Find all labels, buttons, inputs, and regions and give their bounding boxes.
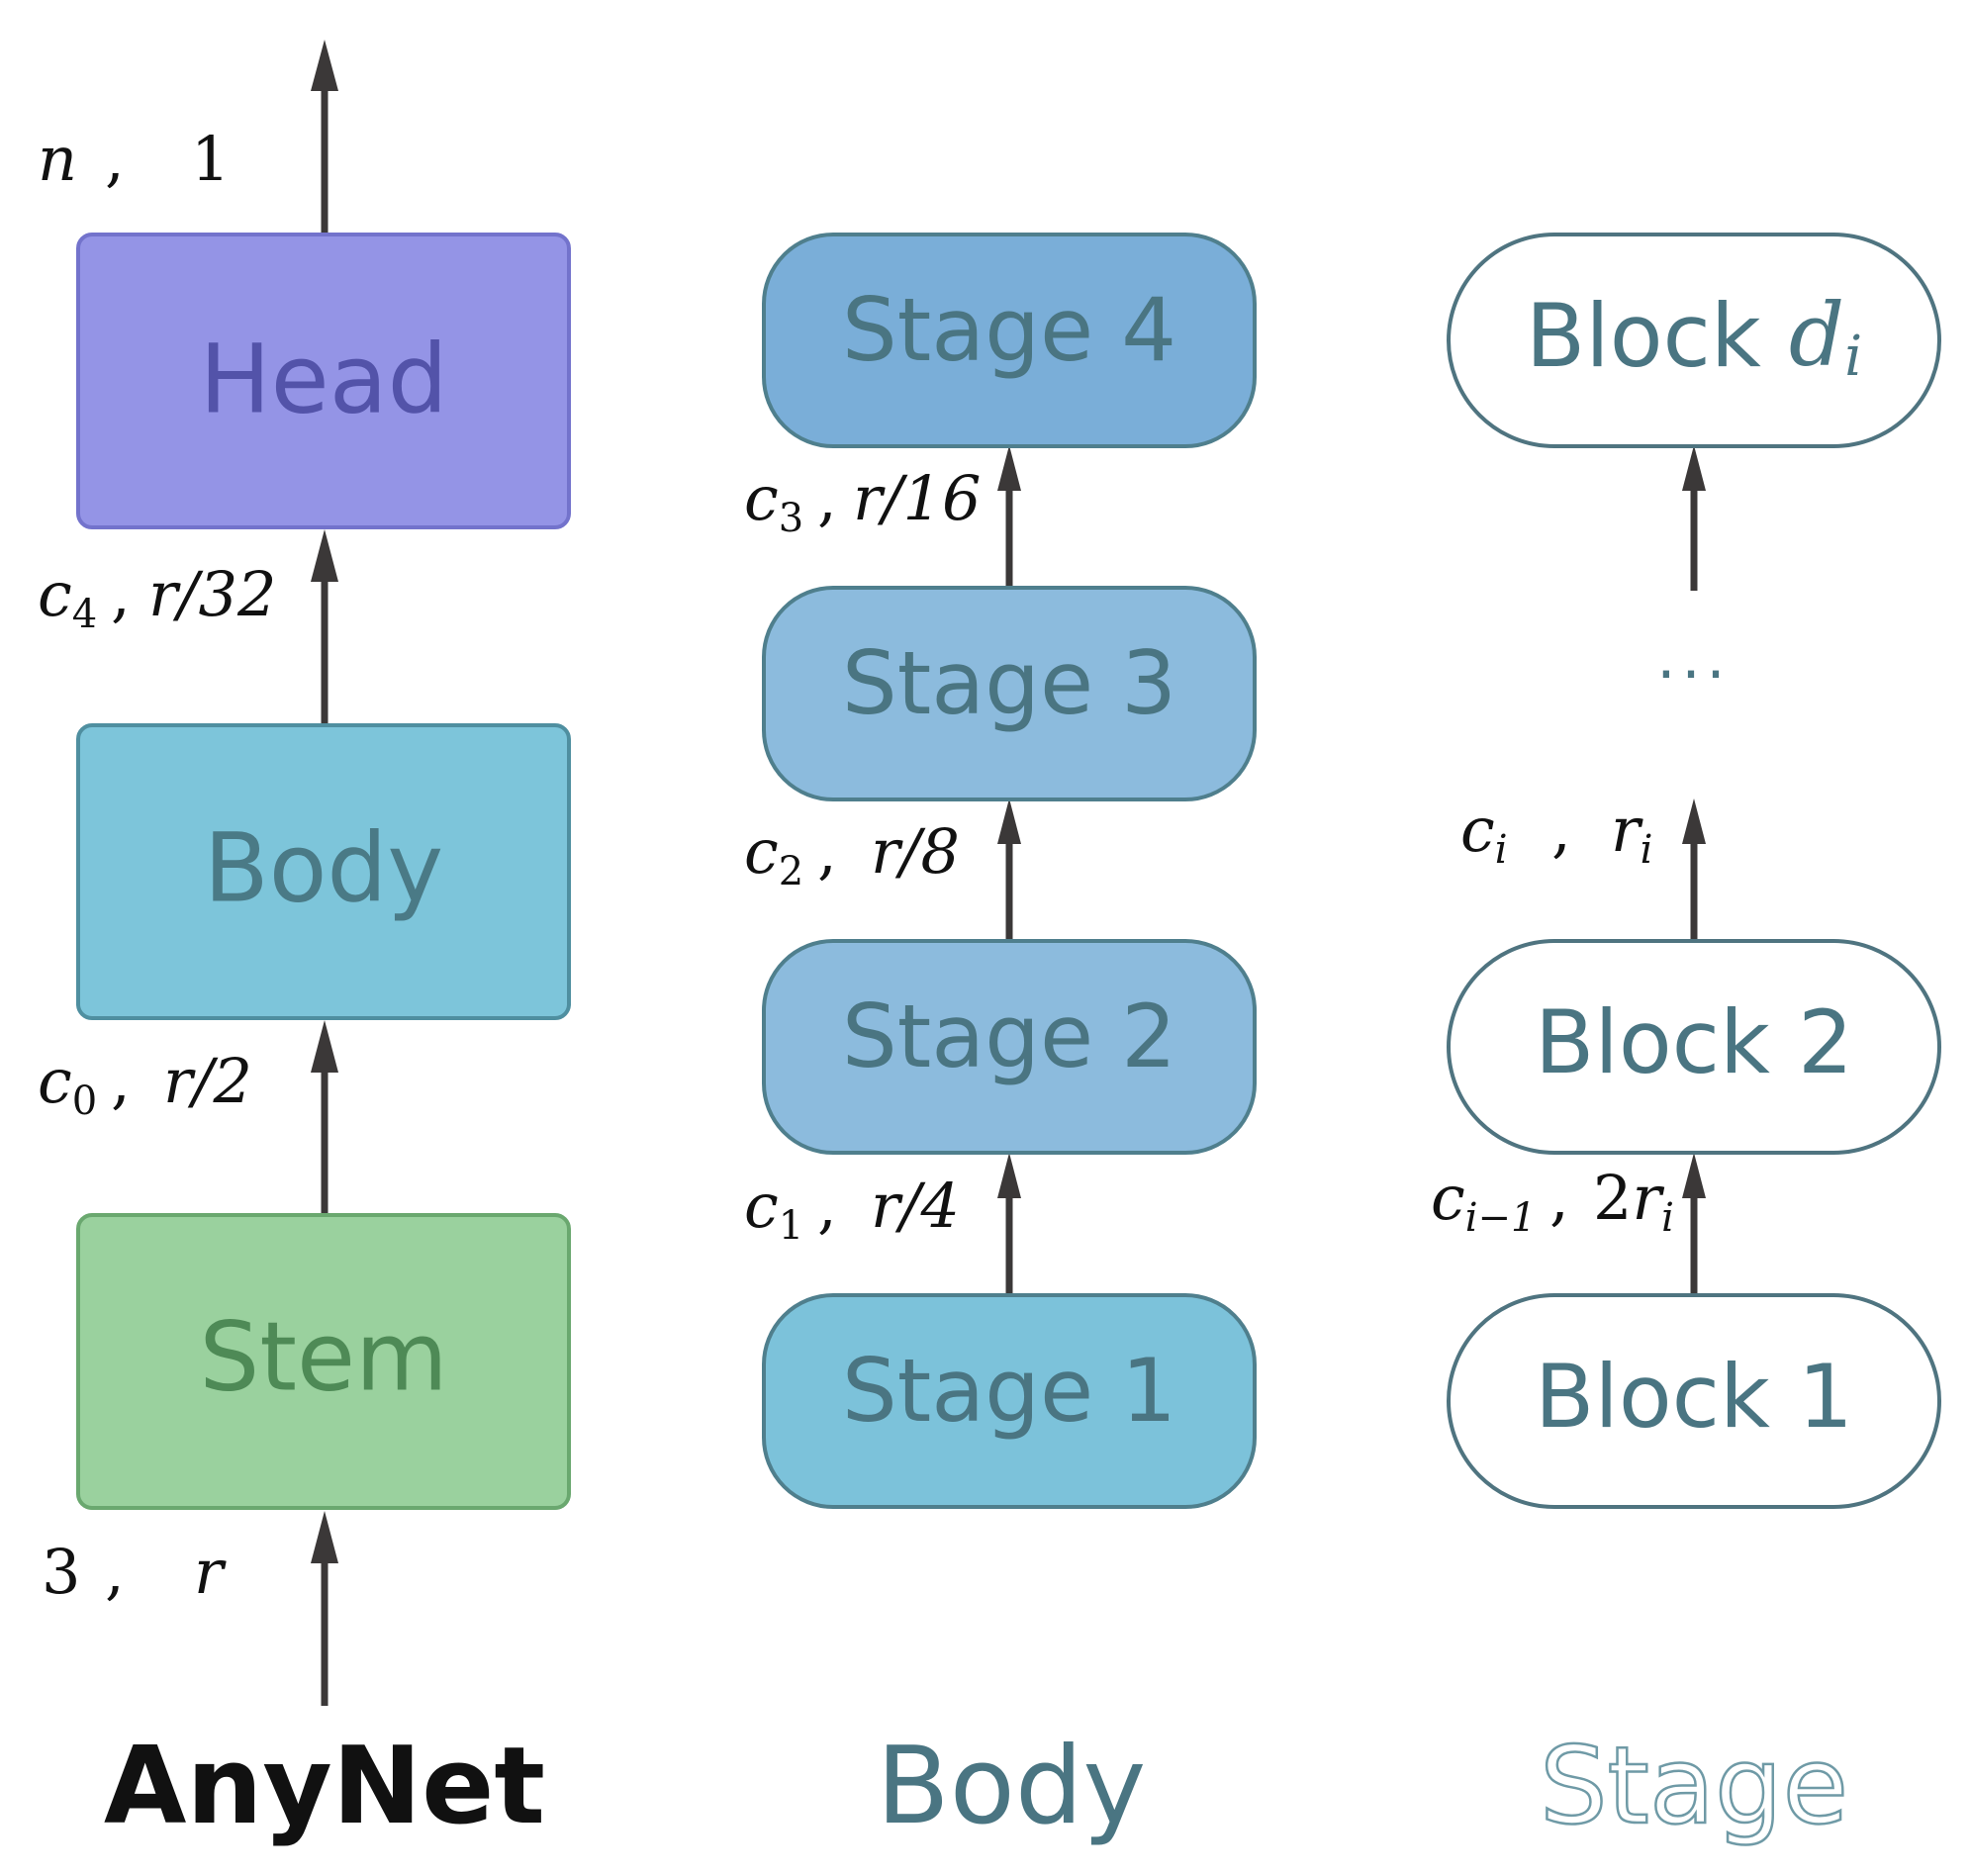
label-stage2-out: c2 , r/8 <box>744 815 960 894</box>
label-stage3-out: c3 , r/16 <box>744 462 981 541</box>
stage-4-box[interactable]: Stage 4 <box>762 233 1257 448</box>
label-block2-out: ci , ri <box>1460 794 1652 873</box>
stage-1-box[interactable]: Stage 1 <box>762 1293 1257 1509</box>
head-box[interactable]: Head <box>76 233 571 529</box>
stage-2-label: Stage 2 <box>842 985 1176 1087</box>
arrow-block1-to-block2 <box>1682 1153 1706 1294</box>
label-output: n , 1 <box>38 123 230 195</box>
body-column: Stage 4 Stage 3 Stage 2 Stage 1 c3 , r/1… <box>744 233 1257 1848</box>
stem-label: Stem <box>199 1301 447 1412</box>
ellipsis: ··· <box>1656 640 1731 709</box>
body-box[interactable]: Body <box>76 723 571 1020</box>
head-label: Head <box>199 324 447 434</box>
block-1-label: Block 1 <box>1535 1346 1853 1448</box>
anynet-column: Head Body Stem n , 1 c4 , r/32 c0 , r/2 … <box>38 40 571 1848</box>
arrow-input <box>311 1511 338 1706</box>
arrow-stage3-to-stage4 <box>997 445 1021 587</box>
stage-4-label: Stage 4 <box>842 279 1176 381</box>
label-stage1-out: c1 , r/4 <box>744 1170 960 1249</box>
arrow-stage2-to-stage3 <box>997 798 1021 940</box>
label-input: 3 , r <box>42 1536 227 1608</box>
stem-box[interactable]: Stem <box>76 1213 571 1510</box>
arrow-output <box>311 40 338 234</box>
caption-body: Body <box>877 1725 1147 1848</box>
block-2-box[interactable]: Block 2 <box>1447 939 1941 1155</box>
arrow-block2-to-ellipsis <box>1682 798 1706 940</box>
block-2-label: Block 2 <box>1535 991 1853 1093</box>
block-1-box[interactable]: Block 1 <box>1447 1293 1941 1509</box>
arrow-stem-to-body <box>311 1020 338 1215</box>
block-d-label: Block di <box>1526 284 1862 389</box>
caption-anynet: AnyNet <box>104 1725 545 1848</box>
body-label: Body <box>204 812 443 923</box>
arrow-ellipsis-to-top-block <box>1682 445 1706 591</box>
arrow-body-to-head <box>311 529 338 725</box>
caption-stage: Stage <box>1540 1725 1848 1848</box>
block-d-box[interactable]: Block di <box>1447 233 1941 448</box>
label-body-input: c0 , r/2 <box>38 1045 252 1124</box>
stage-1-label: Stage 1 <box>842 1340 1176 1442</box>
label-block1-out: ci−1 , 2ri <box>1431 1162 1674 1241</box>
stage-2-box[interactable]: Stage 2 <box>762 939 1257 1155</box>
label-head-input: c4 , r/32 <box>38 558 276 637</box>
stage-column: Block di ··· Block 2 Block 1 ci , ri ci−… <box>1431 233 1941 1849</box>
arrow-stage1-to-stage2 <box>997 1153 1021 1294</box>
stage-3-box[interactable]: Stage 3 <box>762 586 1257 801</box>
stage-3-label: Stage 3 <box>842 632 1176 734</box>
